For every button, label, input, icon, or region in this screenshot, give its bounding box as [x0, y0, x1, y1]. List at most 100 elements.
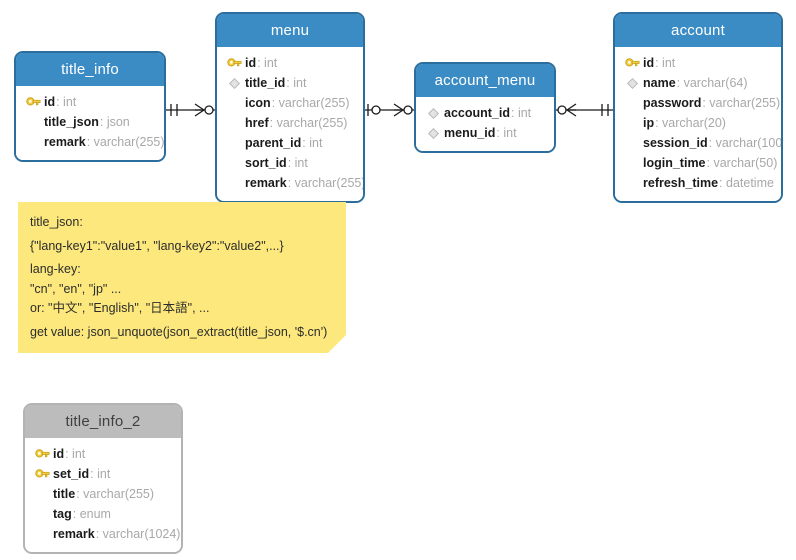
key-icon	[623, 54, 641, 72]
relationship-account_menu-account[interactable]	[556, 103, 613, 117]
field-row[interactable]: id: int	[225, 53, 355, 73]
field-type: : varchar(50)	[706, 156, 778, 170]
field-row[interactable]: remark: varchar(255)	[225, 173, 363, 193]
relationship-title_info-menu[interactable]	[166, 103, 215, 117]
field-name: remark	[44, 135, 86, 149]
field-name: title_json	[44, 115, 99, 129]
field-name: remark	[245, 176, 287, 190]
title-json-note: title_json: {"lang-key1":"value1", "lang-…	[18, 202, 346, 353]
field-name: parent_id	[245, 136, 302, 150]
diamond-icon	[623, 74, 641, 92]
field-indent-spacer	[225, 154, 243, 172]
field-name: title	[53, 487, 76, 501]
entity-title-title_info: title_info	[16, 53, 164, 86]
field-name: password	[643, 96, 702, 110]
field-name: menu_id	[444, 126, 496, 140]
field-row[interactable]: id: int	[623, 53, 773, 73]
field-type: : int	[286, 76, 307, 90]
relationship-menu-account_menu[interactable]	[365, 103, 414, 117]
field-row[interactable]: login_time: varchar(50)	[623, 153, 777, 173]
field-row[interactable]: tag: enum	[33, 504, 173, 524]
field-name: title_id	[245, 76, 286, 90]
field-row[interactable]: session_id: varchar(100)	[623, 133, 781, 153]
field-type: : varchar(255)	[76, 487, 155, 501]
field-row[interactable]: icon: varchar(255)	[225, 93, 355, 113]
field-row[interactable]: remark: varchar(1024)	[33, 524, 180, 544]
field-type: : varchar(255)	[271, 96, 350, 110]
field-indent-spacer	[33, 505, 51, 523]
field-row[interactable]: sort_id: int	[225, 153, 355, 173]
note-line: or: "中文", "English", "日本語", ...	[30, 301, 210, 315]
note-text: title_json: {"lang-key1":"value1", "lang-…	[18, 202, 346, 348]
field-row[interactable]: title_json: json	[24, 112, 156, 132]
diamond-icon	[424, 124, 442, 142]
entity-title-account: account	[615, 14, 781, 47]
field-name: sort_id	[245, 156, 287, 170]
field-indent-spacer	[225, 114, 243, 132]
field-row[interactable]: id: int	[24, 92, 156, 112]
field-type: : int	[65, 447, 86, 461]
field-row[interactable]: account_id: int	[424, 103, 546, 123]
field-type: : int	[56, 95, 77, 109]
note-line: {"lang-key1":"value1", "lang-key2":"valu…	[30, 238, 284, 253]
field-row[interactable]: name: varchar(64)	[623, 73, 773, 93]
field-type: : varchar(64)	[676, 76, 748, 90]
field-type: : varchar(1024)	[95, 527, 181, 541]
field-indent-spacer	[623, 134, 641, 152]
note-line: title_json:	[30, 215, 83, 229]
field-indent-spacer	[623, 94, 641, 112]
field-indent-spacer	[623, 174, 641, 192]
field-name: refresh_time	[643, 176, 719, 190]
field-row[interactable]: password: varchar(255)	[623, 93, 780, 113]
field-row[interactable]: menu_id: int	[424, 123, 546, 143]
field-name: id	[245, 56, 257, 70]
field-type: : varchar(255)	[269, 116, 348, 130]
field-row[interactable]: remark: varchar(255)	[24, 132, 164, 152]
field-name: set_id	[53, 467, 90, 481]
field-row[interactable]: title_id: int	[225, 73, 355, 93]
field-row[interactable]: id: int	[33, 444, 173, 464]
field-name: login_time	[643, 156, 706, 170]
field-row[interactable]: ip: varchar(20)	[623, 113, 773, 133]
field-row[interactable]: refresh_time: datetime	[623, 173, 774, 193]
note-line: get value: json_unquote(json_extract(tit…	[30, 324, 328, 339]
field-row[interactable]: title: varchar(255)	[33, 484, 173, 504]
field-name: session_id	[643, 136, 708, 150]
field-indent-spacer	[33, 485, 51, 503]
field-indent-spacer	[225, 174, 243, 192]
field-name: remark	[53, 527, 95, 541]
field-type: : varchar(255)	[86, 135, 165, 149]
note-fold-corner	[328, 335, 346, 353]
field-type: : int	[90, 467, 111, 481]
field-name: href	[245, 116, 269, 130]
field-type: : int	[287, 156, 308, 170]
field-name: id	[53, 447, 65, 461]
field-name: tag	[53, 507, 72, 521]
field-indent-spacer	[24, 113, 42, 131]
field-row[interactable]: href: varchar(255)	[225, 113, 355, 133]
field-type: : int	[511, 106, 532, 120]
field-type: : int	[655, 56, 676, 70]
entity-title-menu: menu	[217, 14, 363, 47]
field-name: ip	[643, 116, 655, 130]
field-row[interactable]: set_id: int	[33, 464, 173, 484]
field-name: id	[643, 56, 655, 70]
key-icon	[24, 93, 42, 111]
field-type: : datetime	[719, 176, 774, 190]
field-indent-spacer	[24, 133, 42, 151]
field-indent-spacer	[225, 94, 243, 112]
diamond-icon	[225, 74, 243, 92]
field-type: : json	[99, 115, 130, 129]
field-row[interactable]: parent_id: int	[225, 133, 355, 153]
note-line: "cn", "en", "jp" ...	[30, 281, 122, 296]
note-line: lang-key:	[30, 262, 81, 276]
entity-title-account_menu: account_menu	[416, 64, 554, 97]
